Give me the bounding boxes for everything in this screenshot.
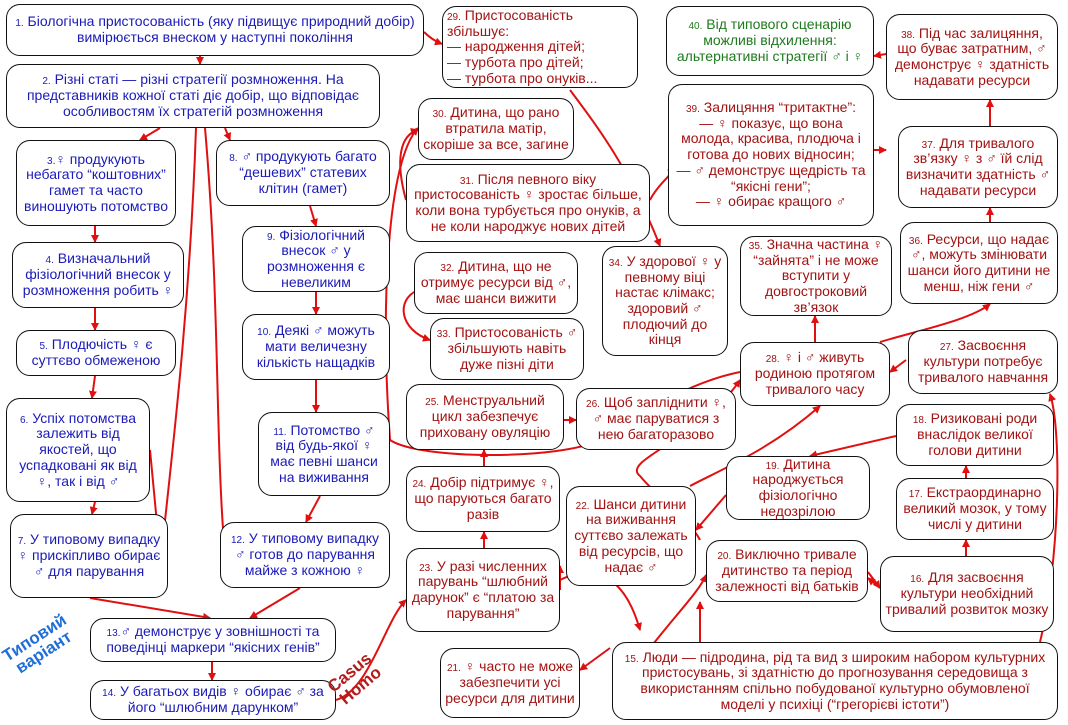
node-6: 6. Успіх потомства залежить від якостей,… bbox=[6, 398, 150, 502]
node-5: 5. Плодючість ♀ є суттєво обмеженою bbox=[16, 330, 176, 376]
node-26: 26. Щоб запліднити ♀, ♂ має паруватися з… bbox=[576, 388, 736, 450]
arrow-9 bbox=[309, 205, 318, 227]
node-19: 19. Дитина народжується фізіологічно нед… bbox=[726, 456, 870, 520]
node-22: 22. Шанси дитини на виживання суттєво за… bbox=[566, 486, 696, 586]
arrow-42 bbox=[873, 50, 887, 59]
arrow-29 bbox=[695, 494, 727, 531]
node-3: 3.♀ продукують небагато “коштовних” гаме… bbox=[16, 140, 176, 226]
node-4: 4. Визначальний фізіологічний внесок у р… bbox=[12, 242, 184, 308]
node-27: 27. Засвоєння культури потребує тривалог… bbox=[908, 330, 1058, 394]
label-typical-variant: Типовий варіант bbox=[0, 610, 76, 678]
node-1: 1. Біологічна пристосованість (яку підви… bbox=[6, 4, 424, 56]
arrow-28 bbox=[809, 435, 897, 459]
node-18: 18. Ризиковані роди внаслідок великої го… bbox=[896, 404, 1054, 466]
node-25: 25. Менструальний цикл забезпечує прихов… bbox=[406, 384, 564, 450]
node-30: 30. Дитина, що рано втратила матір, скор… bbox=[418, 98, 574, 160]
arrow-21 bbox=[579, 647, 611, 671]
node-23: 23. У разі численних парувань “шлюбний д… bbox=[406, 548, 560, 632]
arrow-25 bbox=[867, 577, 881, 589]
node-7: 7. У типовому випадку ♀ прискіпливо обир… bbox=[10, 514, 168, 598]
arrow-37 bbox=[889, 359, 907, 373]
node-13: 13.♂ демонструє у зовнішності та поведін… bbox=[90, 618, 336, 662]
node-36: 36. Ресурси, що надає ♂, можуть змінюват… bbox=[900, 222, 1058, 304]
node-10: 10. Деякі ♂ можуть мати величезну кількі… bbox=[242, 314, 390, 380]
node-21: 21. ♀ часто не може забезпечити усі ресу… bbox=[440, 648, 580, 718]
node-28: 28. ♀ і ♂ живуть родиною протягом тривал… bbox=[740, 342, 890, 406]
arrow-17 bbox=[249, 587, 301, 619]
node-32: 32. Дитина, що не отримує ресурси від ♂,… bbox=[414, 252, 578, 314]
node-39: 39. Залицяння “тритактне”: — ♀ показує, … bbox=[668, 84, 874, 226]
arrow-24 bbox=[867, 571, 881, 589]
node-17: 17. Екстраординарно великий мозок, у том… bbox=[896, 478, 1054, 540]
node-20: 20. Виключно тривале дитинство та період… bbox=[706, 540, 868, 602]
node-40: 40. Від типового сценарію можливі відхил… bbox=[666, 6, 874, 76]
node-33: 33. Пристосованість ♂ збільшують навіть … bbox=[430, 318, 584, 380]
node-9: 9. Фізіологічний внесок ♂ у розмноження … bbox=[242, 226, 390, 292]
node-34: 34. У здорової ♀ у певному віці настає к… bbox=[602, 246, 728, 356]
node-24: 24. Добір підтримує ♀, що паруються бага… bbox=[406, 466, 560, 532]
arrow-3 bbox=[139, 127, 161, 141]
arrow-7 bbox=[88, 375, 97, 399]
node-11: 11. Потомство ♂ від будь-якої ♀ має певн… bbox=[258, 412, 390, 496]
node-12: 12. У типовому випадку ♂ готов до парува… bbox=[220, 522, 390, 588]
arrow-16 bbox=[89, 597, 211, 621]
arrow-2 bbox=[423, 31, 443, 46]
node-14: 14. У багатьох видів ♀ обирає ♂ за його … bbox=[90, 680, 336, 720]
node-38: 38. Під час залицяння, що буває затратни… bbox=[886, 14, 1058, 100]
arrow-12 bbox=[305, 495, 321, 523]
node-31: 31. Після певного віку пристосованість ♀… bbox=[406, 164, 650, 242]
node-2: 2. Різні статі — різні стратегії розмнож… bbox=[6, 64, 380, 128]
node-37: 37. Для тривалого зв’язку ♀ з ♂ їй слід … bbox=[898, 126, 1058, 208]
node-16: 16. Для засвоєння культури необхідний тр… bbox=[880, 556, 1054, 632]
node-15: 15. Люди — підродина, рід та вид з широк… bbox=[612, 642, 1058, 720]
arrow-8 bbox=[89, 501, 98, 515]
node-29: 29. Пристосованість збільшує: — народжен… bbox=[442, 6, 638, 88]
node-8: 8. ♂ продукують багато “дешевих” статеви… bbox=[216, 140, 390, 206]
arrow-4 bbox=[223, 127, 231, 141]
node-35: 35. Значна частина ♀ “зайнята” і не може… bbox=[740, 236, 892, 316]
